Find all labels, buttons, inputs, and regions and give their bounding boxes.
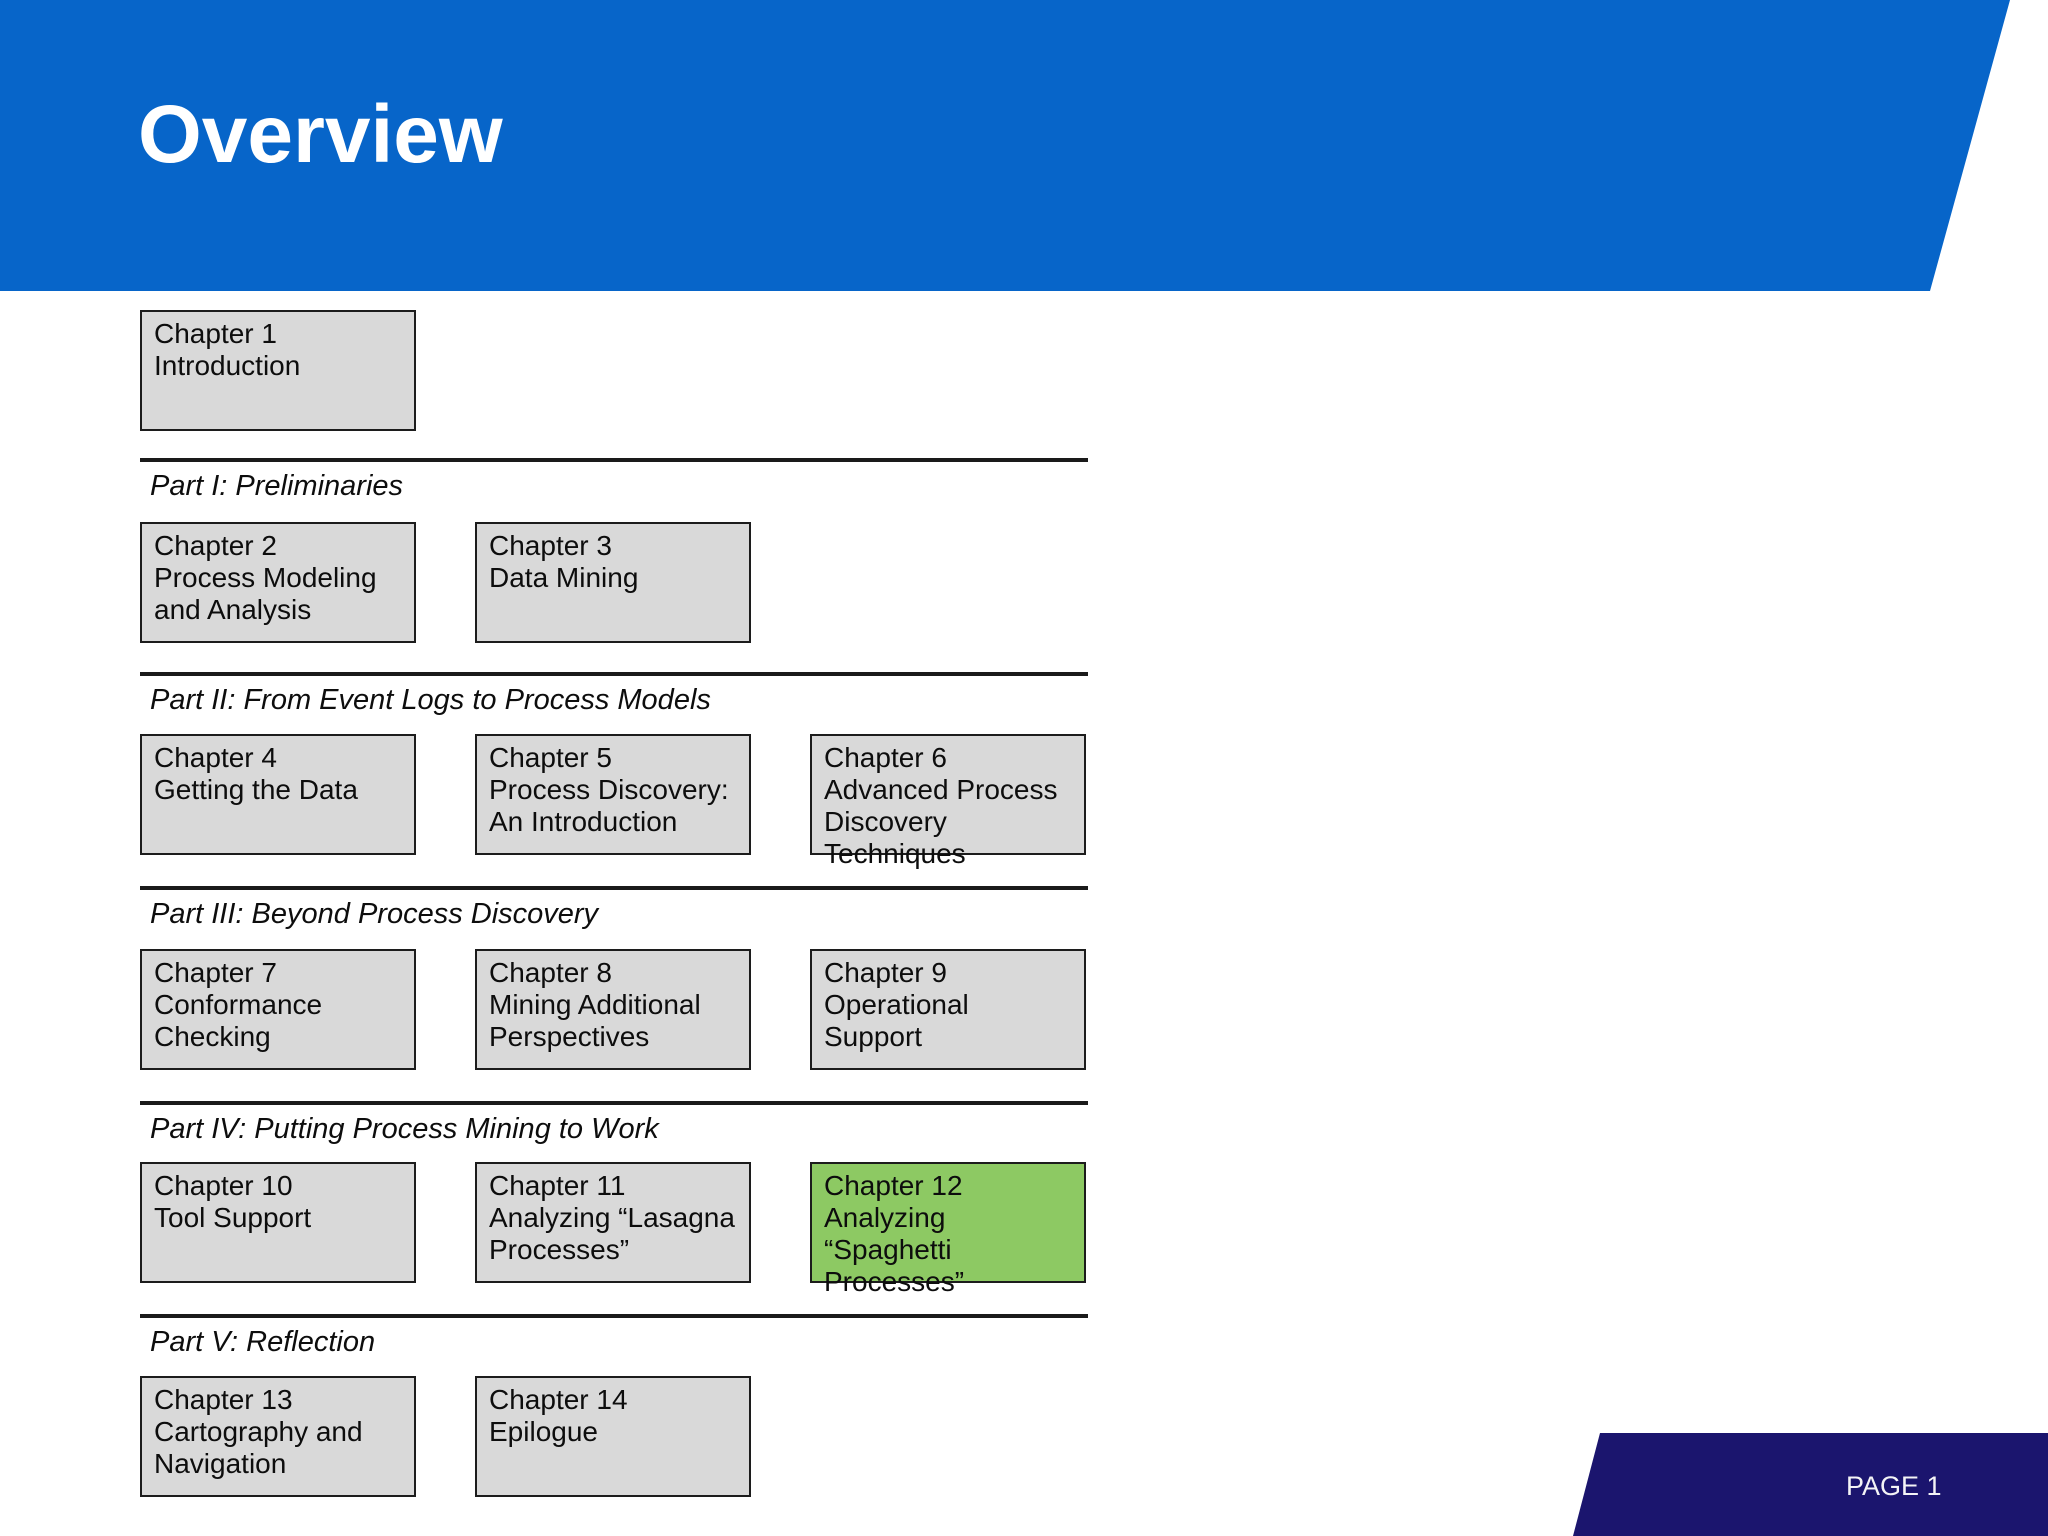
chapter-title: Advanced Process Discovery Techniques	[824, 774, 1058, 869]
chapter-title: Process Modeling and Analysis	[154, 562, 377, 625]
chapter-title: Tool Support	[154, 1202, 312, 1233]
chapter-box-11: Chapter 11 Analyzing “Lasagna Processes”	[475, 1162, 751, 1283]
chapter-number: Chapter 14	[489, 1384, 628, 1415]
part-label-2: Part II: From Event Logs to Process Mode…	[150, 684, 711, 716]
separator-line	[140, 672, 1088, 676]
chapter-number: Chapter 6	[824, 742, 947, 773]
part-label-3: Part III: Beyond Process Discovery	[150, 898, 599, 930]
header-banner: Overview	[0, 0, 2010, 291]
chapter-title: Process Discovery: An Introduction	[489, 774, 729, 837]
separator-line	[140, 458, 1088, 462]
chapter-title: Operational Support	[824, 989, 969, 1052]
chapter-title: Data Mining	[489, 562, 639, 593]
chapter-box-14: Chapter 14 Epilogue	[475, 1376, 751, 1497]
chapter-number: Chapter 13	[154, 1384, 293, 1415]
chapter-box-5: Chapter 5 Process Discovery: An Introduc…	[475, 734, 751, 855]
page-title: Overview	[138, 89, 503, 180]
chapter-box-3: Chapter 3 Data Mining	[475, 522, 751, 643]
chapter-box-2: Chapter 2 Process Modeling and Analysis	[140, 522, 416, 643]
part-label-5: Part V: Reflection	[150, 1326, 376, 1358]
chapter-box-6: Chapter 6 Advanced Process Discovery Tec…	[810, 734, 1086, 869]
chapter-box-9: Chapter 9 Operational Support	[810, 949, 1086, 1070]
part-label-4: Part IV: Putting Process Mining to Work	[150, 1113, 659, 1145]
chapter-title: Introduction	[154, 350, 301, 381]
page-number: PAGE 1	[1846, 1471, 1942, 1501]
chapter-title: Epilogue	[489, 1416, 598, 1447]
separator-line	[140, 1314, 1088, 1318]
chapter-number: Chapter 7	[154, 957, 277, 988]
chapter-box-8: Chapter 8 Mining Additional Perspectives	[475, 949, 751, 1070]
separator-line	[140, 886, 1088, 890]
part-label-1: Part I: Preliminaries	[150, 470, 404, 502]
chapter-box-13: Chapter 13 Cartography and Navigation	[140, 1376, 416, 1497]
footer-badge: PAGE 1	[1573, 1433, 2048, 1536]
chapter-number: Chapter 10	[154, 1170, 293, 1201]
chapter-title: Analyzing “Lasagna Processes”	[489, 1202, 735, 1265]
chapter-number: Chapter 5	[489, 742, 612, 773]
chapter-box-10: Chapter 10 Tool Support	[140, 1162, 416, 1283]
chapter-box-7: Chapter 7 Conformance Checking	[140, 949, 416, 1070]
chapter-title: Getting the Data	[154, 774, 358, 805]
chapter-title: Analyzing “Spaghetti Processes”	[824, 1202, 965, 1297]
chapter-box-1: Chapter 1 Introduction	[140, 310, 416, 431]
chapter-title: Mining Additional Perspectives	[489, 989, 701, 1052]
chapter-number: Chapter 1	[154, 318, 277, 349]
chapter-number: Chapter 12	[824, 1170, 963, 1201]
chapter-number: Chapter 2	[154, 530, 277, 561]
chapter-box-12-highlighted: Chapter 12 Analyzing “Spaghetti Processe…	[810, 1162, 1086, 1297]
chapter-number: Chapter 9	[824, 957, 947, 988]
chapter-number: Chapter 11	[489, 1170, 626, 1201]
chapter-box-4: Chapter 4 Getting the Data	[140, 734, 416, 855]
separator-line	[140, 1101, 1088, 1105]
chapter-number: Chapter 3	[489, 530, 612, 561]
chapter-number: Chapter 4	[154, 742, 277, 773]
chapter-number: Chapter 8	[489, 957, 612, 988]
chapter-title: Conformance Checking	[154, 989, 323, 1052]
chapter-title: Cartography and Navigation	[154, 1416, 363, 1479]
